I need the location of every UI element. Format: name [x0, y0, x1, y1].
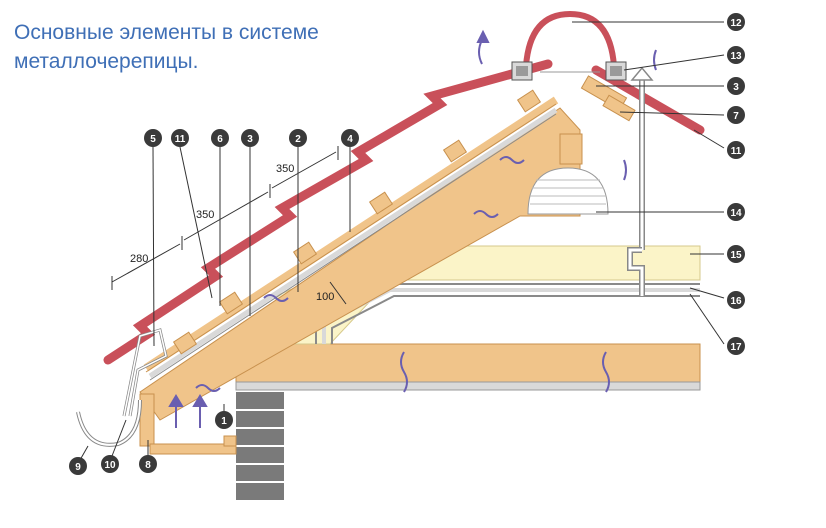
callout-4-label: 4 — [347, 134, 353, 145]
ceiling-beam — [235, 343, 701, 391]
gutter-bracket — [122, 328, 168, 417]
callout-1: 1 — [215, 411, 233, 429]
callout-14-label: 14 — [730, 208, 742, 219]
callout-9-label: 9 — [75, 462, 81, 473]
callout-2-label: 2 — [295, 134, 301, 145]
callout-14: 14 — [727, 203, 745, 221]
callout-4: 4 — [341, 129, 359, 147]
callout-7-label: 7 — [733, 111, 739, 122]
dimension-350-upper: 350 — [276, 163, 294, 175]
roof-battens — [172, 89, 542, 355]
callout-15: 15 — [727, 245, 745, 263]
callout-10: 10 — [101, 455, 119, 473]
callout-17-label: 17 — [730, 342, 742, 353]
callout-15-label: 15 — [730, 250, 742, 261]
callout-13: 13 — [727, 46, 745, 64]
dimension-280: 280 — [130, 253, 148, 265]
callout-8: 8 — [139, 455, 157, 473]
callout-3-right-label: 3 — [733, 82, 739, 93]
callout-11-left: 11 — [171, 129, 189, 147]
callout-6: 6 — [211, 129, 229, 147]
ridge-batten — [580, 75, 636, 122]
callout-10-label: 10 — [104, 460, 116, 471]
vent-pipe — [627, 66, 654, 296]
rafter — [139, 107, 583, 421]
callout-11-right: 11 — [727, 141, 745, 159]
gutter — [76, 399, 142, 447]
callout-5-label: 5 — [150, 134, 156, 145]
brick-wall — [236, 392, 284, 500]
fascia-board — [139, 393, 155, 447]
callout-5: 5 — [144, 129, 162, 147]
callout-8-label: 8 — [145, 460, 151, 471]
callout-badges: 1 2 3 3 4 5 6 7 8 9 10 11 11 12 13 14 15… — [69, 13, 745, 475]
soffit — [149, 435, 237, 455]
callout-12: 12 — [727, 13, 745, 31]
callout-3-left: 3 — [241, 129, 259, 147]
callout-16: 16 — [727, 291, 745, 309]
counter-batten — [143, 96, 559, 373]
callout-1-label: 1 — [221, 416, 227, 427]
metal-tile-left — [103, 59, 553, 365]
callout-16-label: 16 — [730, 296, 742, 307]
callout-13-label: 13 — [730, 51, 742, 62]
dimension-lines — [111, 146, 347, 305]
dimension-100: 100 — [316, 291, 334, 303]
ridge-cap — [523, 10, 617, 73]
callout-9: 9 — [69, 457, 87, 475]
callout-7: 7 — [727, 106, 745, 124]
callout-11-right-label: 11 — [731, 146, 742, 157]
callout-2: 2 — [289, 129, 307, 147]
callout-12-label: 12 — [730, 18, 742, 29]
airflow-arrows — [168, 29, 657, 428]
ridge-seal — [511, 61, 627, 81]
callout-11-left-label: 11 — [175, 134, 186, 145]
callout-3-right: 3 — [727, 77, 745, 95]
callout-6-label: 6 — [217, 134, 223, 145]
callout-17: 17 — [727, 337, 745, 355]
leader-lines — [79, 21, 725, 461]
diagram-title: Основные элементы в системе металлочереп… — [14, 21, 319, 73]
gable-vent — [527, 167, 609, 215]
waterproofing-membrane — [148, 107, 558, 381]
callout-3-left-label: 3 — [247, 134, 253, 145]
dimension-350-lower: 350 — [196, 209, 214, 221]
